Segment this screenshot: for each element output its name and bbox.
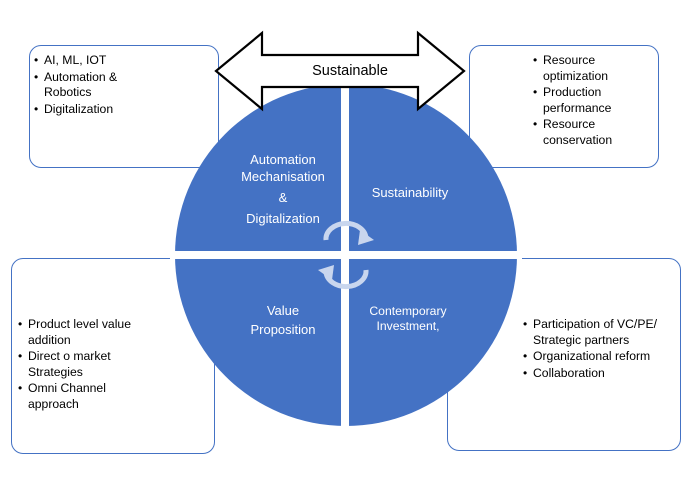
list-item: Participation of VC/PE/Strategic partner… (523, 317, 680, 348)
quadrant-text-line: Value (266, 303, 300, 318)
list-item: Collaboration (523, 366, 680, 382)
quadrant-text-line: & (278, 190, 288, 205)
quadrant-label-investment: Contemporary Investment, (348, 304, 468, 334)
list-item: Organizational reform (523, 349, 680, 365)
quadrant-text-line: Contemporary (369, 304, 447, 318)
quadrant-label-automation: Automation Mechanisation & Digitalizatio… (213, 151, 353, 227)
quadrant-text-line: Mechanisation (241, 169, 325, 184)
quadrant-text-line: Automation (250, 152, 316, 167)
list-item: Digitalization (34, 102, 218, 118)
quadrant-text-line: Investment, (376, 319, 440, 333)
arrow-label: Sustainable (312, 63, 388, 79)
box-technology: AI, ML, IOT Automation &Robotics Digital… (29, 45, 219, 168)
cycle-arrows-icon (323, 220, 369, 290)
quadrant-label-sustainability: Sustainability (371, 185, 449, 200)
list-item: Automation &Robotics (34, 70, 218, 101)
quadrant-text-line: Proposition (250, 322, 316, 337)
cycle-arrowheads-icon (318, 230, 374, 280)
quadrant-text-line: Digitalization (246, 211, 320, 226)
horizontal-divider (170, 251, 522, 259)
quadrant-label-value-proposition: Value Proposition (213, 302, 353, 338)
list-item: AI, ML, IOT (34, 53, 218, 69)
double-arrow-shape (214, 30, 466, 112)
